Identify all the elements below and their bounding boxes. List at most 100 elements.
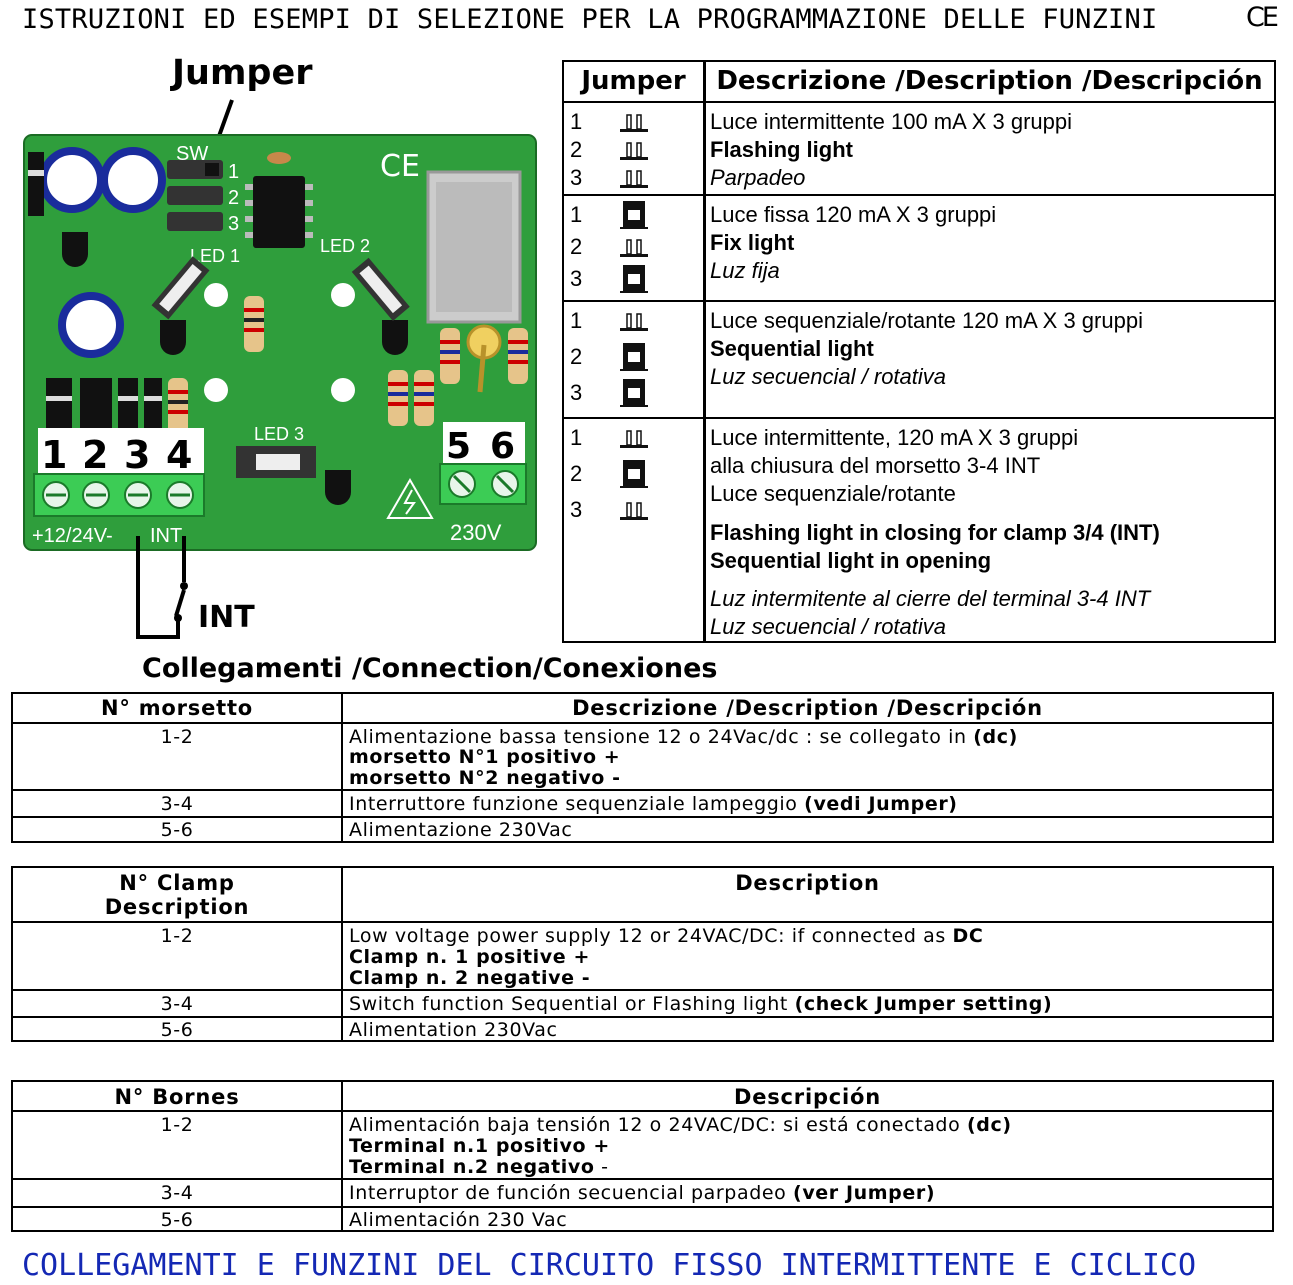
supply-label: +12/24V- <box>32 525 113 547</box>
it-row1-n: 1-2 <box>160 726 194 748</box>
it-row2-n: 3-4 <box>160 793 194 815</box>
jumper-description-line: Flashing light <box>710 137 853 162</box>
it-row1-desc: Alimentazione bassa tensione 12 o 24Vac/… <box>349 726 1018 748</box>
jumper-description-line: Luce intermittente 100 mA X 3 gruppi <box>710 109 1072 134</box>
es-header-col2: Descripción <box>733 1085 882 1109</box>
jumper-description-line: Luz intermitente al cierre del terminal … <box>710 586 1151 611</box>
jumper-description-line: Luce sequenziale/rotante <box>710 481 956 506</box>
en-header-col1-b: Description <box>104 895 250 919</box>
terminal-2: 2 <box>82 433 108 477</box>
jumper-description-line: Luz secuencial / rotativa <box>710 364 947 389</box>
jumper-open-icon <box>620 142 648 160</box>
int-switch-wire <box>136 536 180 639</box>
jumper-position-number: 3 <box>570 380 583 405</box>
jumper-description-line: Sequential light in opening <box>710 548 992 573</box>
es-row2-n: 3-4 <box>160 1182 194 1204</box>
terminal-3: 3 <box>124 433 150 477</box>
jumper-position-number: 3 <box>570 497 583 522</box>
terminal-4: 4 <box>166 433 192 477</box>
es-row2-desc: Interruptor de función secuencial parpad… <box>349 1182 936 1204</box>
en-row1-desc: Low voltage power supply 12 or 24VAC/DC:… <box>349 925 984 947</box>
jumper-position-number: 2 <box>570 344 583 369</box>
en-row2-desc: Switch function Sequential or Flashing l… <box>349 993 1053 1015</box>
table-italian: N° morsetto Descrizione /Description /De… <box>11 692 1274 843</box>
it-row2-desc: Interruttore funzione sequenziale lampeg… <box>349 793 958 815</box>
int-switch-label: INT <box>198 600 255 635</box>
jumper-open-icon <box>620 502 648 520</box>
int-switch-icon <box>174 589 186 617</box>
page-title: ISTRUZIONI ED ESEMPI DI SELEZIONE PER LA… <box>22 4 1158 35</box>
capacitor-icon <box>100 147 166 213</box>
capacitor-icon <box>39 147 105 213</box>
it-row3-n: 5-6 <box>160 819 194 841</box>
jumper-description-line: Fix light <box>710 230 795 255</box>
en-row3-desc: Alimentation 230Vac <box>349 1019 558 1041</box>
connections-title: Collegamenti /Connection/Conexiones <box>142 653 718 684</box>
jumper-closed-icon <box>620 343 648 371</box>
led2-label: LED 2 <box>320 236 370 256</box>
es-row1-desc: Alimentación baja tensión 12 o 24VAC/DC:… <box>349 1114 1012 1136</box>
jumper-open-icon <box>620 313 648 331</box>
mains-label: 230V <box>450 520 502 545</box>
led1-label: LED 1 <box>190 246 240 266</box>
terminal-5: 5 <box>446 426 471 467</box>
jumper-closed-icon <box>620 265 648 293</box>
en-row1-n: 1-2 <box>160 925 194 947</box>
jumper-description-line: Parpadeo <box>710 165 806 190</box>
en-row2-n: 3-4 <box>160 993 194 1015</box>
jumper-position-number: 1 <box>570 202 583 227</box>
jumper-position-number: 2 <box>570 234 583 259</box>
jumper-position-number: 1 <box>570 109 583 134</box>
terminal-1: 1 <box>41 433 67 477</box>
jumper-description-line: Luce fissa 120 mA X 3 gruppi <box>710 202 997 227</box>
es-row3-desc: Alimentación 230 Vac <box>349 1209 568 1231</box>
jumper-position-number: 2 <box>570 137 583 162</box>
jumper-description-line: alla chiusura del morsetto 3-4 INT <box>710 453 1041 478</box>
jumper-closed-icon <box>620 201 648 229</box>
it-row1-line3: morsetto N°2 negativo - <box>349 767 621 789</box>
jumper-position-number: 3 <box>570 266 583 291</box>
resistor-icon <box>168 378 188 434</box>
high-voltage-icon <box>386 478 434 519</box>
jumper-description-line: Luz secuencial / rotativa <box>710 614 947 639</box>
jumper-position-number: 2 <box>570 461 583 486</box>
jumper-open-icon <box>620 170 648 188</box>
svg-text:2: 2 <box>228 187 239 209</box>
terminal-label-strip-right <box>443 422 525 466</box>
jumper-callout-label: Jumper <box>172 53 313 93</box>
table-spanish: N° Bornes Descripción 1-2 Alimentación b… <box>11 1080 1274 1232</box>
terminal-6: 6 <box>490 426 515 467</box>
led3-label: LED 3 <box>254 424 304 444</box>
jumper-open-icon <box>620 430 648 448</box>
ce-mark-icon: CE <box>1246 2 1279 33</box>
footer-title: COLLEGAMENTI E FUNZINI DEL CIRCUITO FISS… <box>22 1248 1196 1283</box>
it-header-col1: N° morsetto <box>100 696 254 720</box>
es-row1-n: 1-2 <box>160 1114 194 1136</box>
svg-text:3: 3 <box>228 213 239 235</box>
jumper-description-line: Luce sequenziale/rotante 120 mA X 3 grup… <box>710 308 1143 333</box>
resistor-icon <box>244 296 264 352</box>
en-header-col1-a: N° Clamp <box>119 871 235 895</box>
jumper-table: Jumper Descrizione /Description /Descrip… <box>562 60 1276 643</box>
es-row1-line3: Terminal n.2 negativo - <box>349 1156 609 1178</box>
jumper-open-icon <box>620 114 648 132</box>
resistor-icon <box>388 370 408 426</box>
jumper-open-icon <box>620 239 648 257</box>
resistor-icon <box>508 328 528 384</box>
jumper-description-line: Sequential light <box>710 336 874 361</box>
header-jumper: Jumper <box>581 66 686 96</box>
jumper-table-header: Jumper Descrizione /Description /Descrip… <box>564 62 1274 103</box>
en-row1-line3: Clamp n. 2 negative - <box>349 967 591 989</box>
jumper-position-number: 1 <box>570 425 583 450</box>
terminal-label-strip-left <box>38 428 204 476</box>
capacitor-icon <box>58 292 124 358</box>
it-row3-desc: Alimentazione 230Vac <box>349 819 573 841</box>
circuit-board-diagram: SW 1 2 3 CE LED 1 LED 2 LED 3 1 2 3 4 <box>23 99 537 639</box>
jumper-description-line: Luz fija <box>710 258 780 283</box>
resistor-icon <box>440 328 460 384</box>
jumper-closed-icon <box>620 460 648 488</box>
en-row3-n: 5-6 <box>160 1019 194 1041</box>
